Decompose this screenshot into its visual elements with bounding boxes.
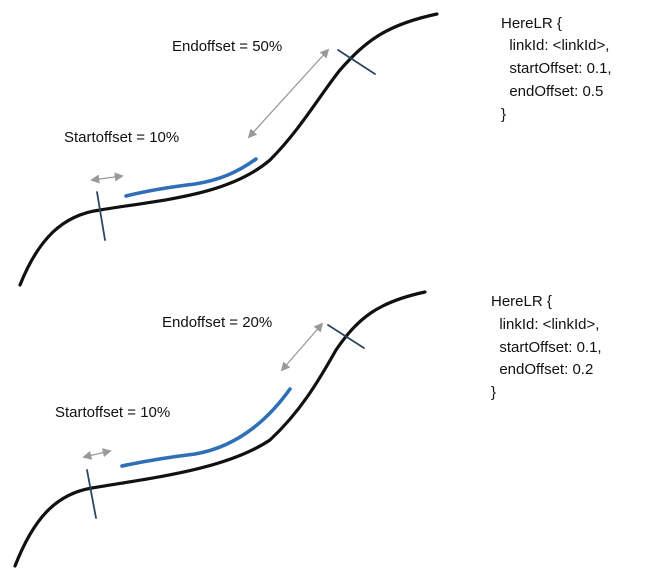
start-offset-label-top: Startoffset = 10% [64, 129, 179, 146]
start-arrow-top [90, 172, 124, 184]
code-line: startOffset: 0.1, [491, 339, 602, 356]
end-tick-bottom [327, 324, 365, 349]
code-line: } [501, 106, 506, 123]
code-line: HereLR { [501, 15, 562, 32]
end-arrow-top [247, 48, 330, 139]
end-offset-label-top: Endoffset = 50% [172, 38, 282, 55]
code-line: linkId: <linkId>, [491, 316, 599, 333]
end-offset-label-bottom: Endoffset = 20% [162, 314, 272, 331]
road-link-bottom [13, 290, 427, 568]
start-tick-bottom [86, 469, 97, 519]
road-link-top [18, 12, 439, 287]
code-line: endOffset: 0.5 [501, 83, 603, 100]
code-line: } [491, 384, 496, 401]
highlighted-segment-top [124, 157, 258, 198]
code-block-top: HereLR { linkId: <linkId>, startOffset: … [501, 15, 612, 123]
end-tick-top [337, 49, 376, 75]
code-block-bottom: HereLR { linkId: <linkId>, startOffset: … [491, 293, 602, 401]
code-line: HereLR { [491, 293, 552, 310]
start-offset-label-bottom: Startoffset = 10% [55, 404, 170, 421]
code-line: endOffset: 0.2 [491, 361, 593, 378]
panel-bottom: Startoffset = 10% Endoffset = 20% HereLR… [13, 290, 602, 568]
start-tick-top [96, 191, 106, 241]
start-arrow-bottom [82, 448, 112, 460]
highlighted-segment-bottom [120, 387, 292, 468]
code-line: linkId: <linkId>, [501, 37, 609, 54]
end-arrow-bottom [280, 322, 324, 372]
panel-top: Startoffset = 10% Endoffset = 50% HereLR… [18, 12, 612, 287]
code-line: startOffset: 0.1, [501, 60, 612, 77]
